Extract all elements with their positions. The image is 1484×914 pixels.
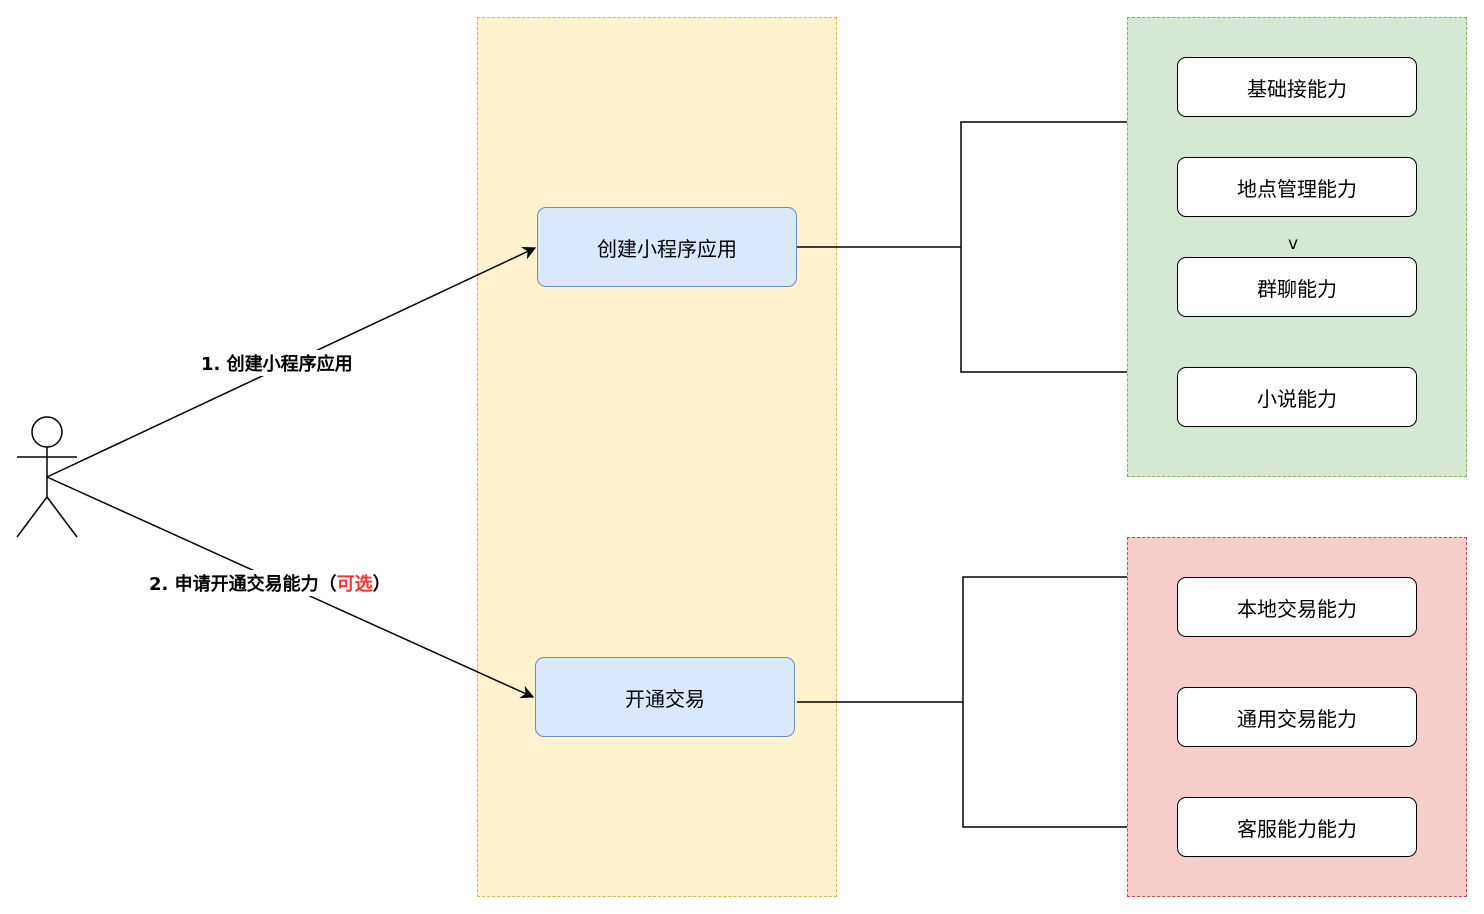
bracket-create-app-bar xyxy=(960,121,1127,373)
capability-customer-service-label: 客服能力能力 xyxy=(1237,816,1357,841)
edge-label-open-trade: 2. 申请开通交易能力（可选） xyxy=(147,570,393,596)
capability-location[interactable]: 地点管理能力 xyxy=(1177,157,1417,217)
capability-novel[interactable]: 小说能力 xyxy=(1177,367,1417,427)
actor-icon xyxy=(16,416,78,538)
edge-label-optional-tag: 可选 xyxy=(336,574,373,595)
process-open-trade-label: 开通交易 xyxy=(625,686,705,711)
capability-location-label: 地点管理能力 xyxy=(1237,176,1357,201)
capability-customer-service[interactable]: 客服能力能力 xyxy=(1177,797,1417,857)
process-open-trade[interactable]: 开通交易 xyxy=(535,657,795,737)
capability-general-trade-label: 通用交易能力 xyxy=(1237,706,1357,731)
capability-group-chat-label: 群聊能力 xyxy=(1257,276,1337,301)
edge-label-open-trade-suffix: ） xyxy=(372,574,391,595)
edge-label-open-trade-prefix: 2. 申请开通交易能力（ xyxy=(149,574,337,595)
capability-group-chat[interactable]: 群聊能力 xyxy=(1177,257,1417,317)
process-create-app-label: 创建小程序应用 xyxy=(597,236,737,261)
edge-label-create-app: 1. 创建小程序应用 xyxy=(199,350,355,376)
capability-local-trade-label: 本地交易能力 xyxy=(1237,596,1357,621)
capability-local-trade[interactable]: 本地交易能力 xyxy=(1177,577,1417,637)
bracket-open-trade-bar xyxy=(962,576,1127,828)
process-create-app[interactable]: 创建小程序应用 xyxy=(537,207,797,287)
capability-basic-label: 基础接能力 xyxy=(1247,76,1347,101)
capability-general-trade[interactable]: 通用交易能力 xyxy=(1177,687,1417,747)
swimlane-container xyxy=(477,17,837,897)
capability-novel-label: 小说能力 xyxy=(1257,386,1337,411)
stray-text: v xyxy=(1288,234,1299,254)
capability-basic[interactable]: 基础接能力 xyxy=(1177,57,1417,117)
edge-label-create-app-text: 1. 创建小程序应用 xyxy=(201,354,353,375)
